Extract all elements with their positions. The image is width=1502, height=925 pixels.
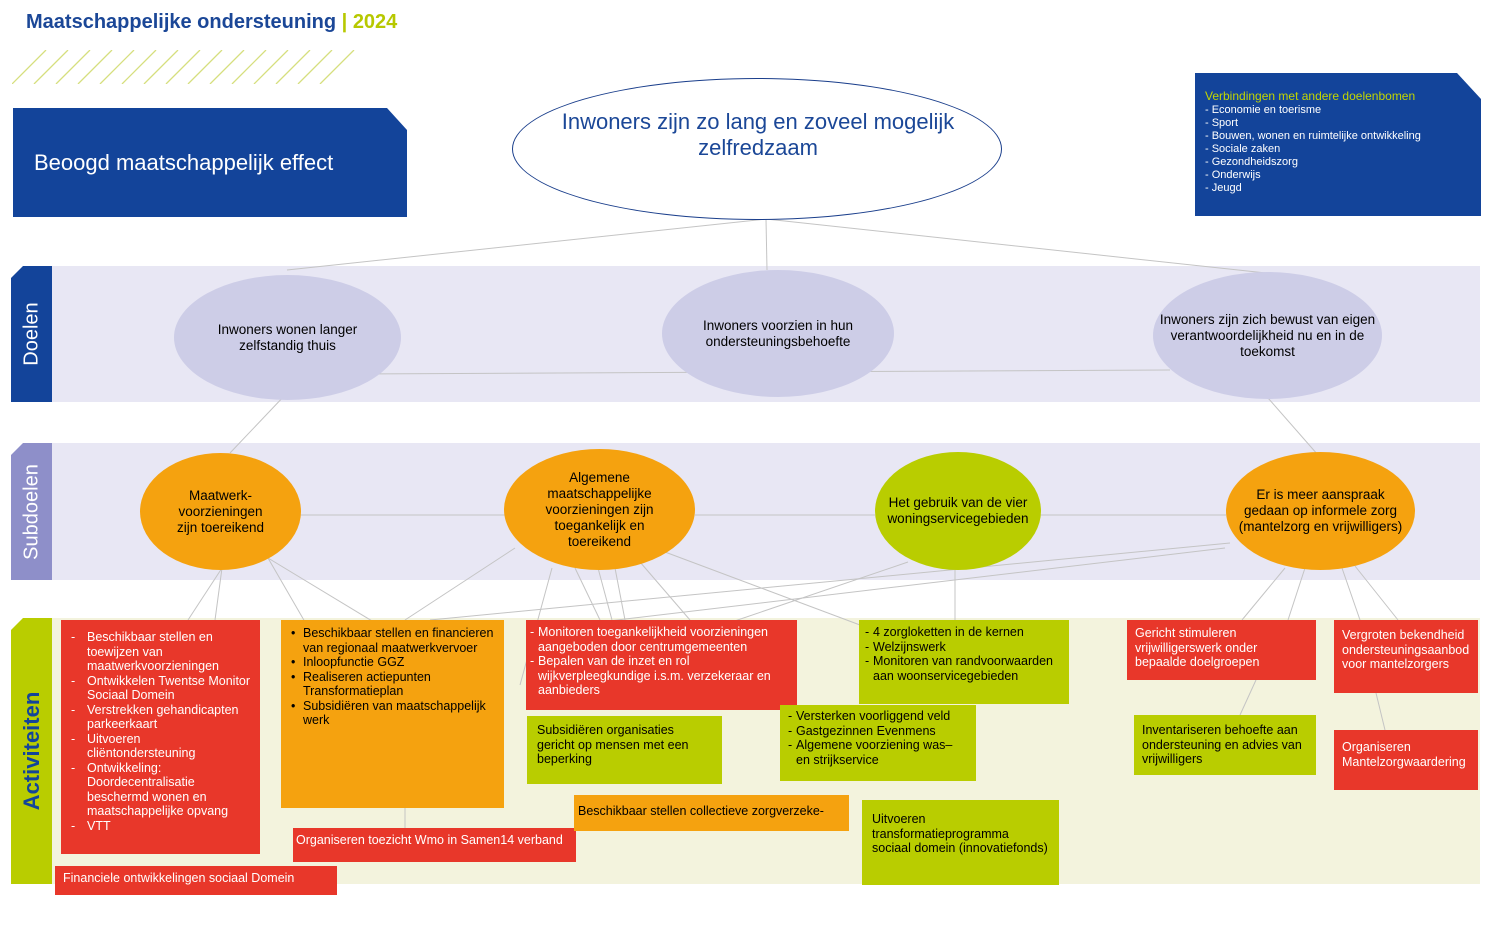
activity-text: Vergroten bekendheid ondersteuningsaanbo… <box>1342 628 1470 671</box>
connections-list: - Economie en toerisme - Sport - Bouwen,… <box>1205 104 1421 195</box>
connection-item: - Sport <box>1205 117 1239 129</box>
subgoal-text-3: Het gebruik van de vier woningservicegeb… <box>887 495 1029 526</box>
activity-card-5: Monitoren toegankelijkheid voorzieningen… <box>526 620 797 710</box>
activity-item: Verstrekken gehandicapten parkeerkaart <box>69 703 252 732</box>
title-text: Maatschappelijke ondersteuning <box>26 11 337 33</box>
activity-item: Inloopfunctie GGZ <box>289 655 496 670</box>
activity-item: Monitoren van randvoorwaarden aan woonse… <box>865 654 1063 683</box>
activity-item: Uitvoeren cliëntondersteuning <box>69 732 252 761</box>
activity-text: Gericht stimuleren vrijwilligerswerk ond… <box>1135 626 1260 669</box>
activity-item: Beschikbaar stellen en financieren van r… <box>289 626 496 655</box>
connection-item: - Sociale zaken <box>1205 143 1281 155</box>
subgoal-ellipse-1: Maatwerk-voorzieningen zijn toereikend <box>140 453 301 570</box>
activity-item: Ontwikkeling: Doordecentralisatie besche… <box>69 761 252 819</box>
activity-card-8: 4 zorgloketten in de kernen Welzijnswerk… <box>859 620 1069 704</box>
activity-text: Financiele ontwikkelingen sociaal Domein <box>63 871 295 885</box>
activity-item: Bepalen van de inzet en rol wijkverpleeg… <box>530 654 793 698</box>
activity-item: Welzijnswerk <box>865 640 1063 655</box>
activity-text: Organiseren Mantelzorgwaardering <box>1342 740 1466 769</box>
activity-item: VTT <box>69 819 252 834</box>
subgoal-text-2: Algemene maatschappelijke voorzieningen … <box>545 469 654 549</box>
activity-card-11: Gericht stimuleren vrijwilligerswerk ond… <box>1127 620 1316 680</box>
activity-item: Beschikbaar stellen en toewijzen van maa… <box>69 630 252 674</box>
title-year: 2024 <box>352 11 398 33</box>
page-title: Maatschappelijke ondersteuning | 2024 <box>26 11 397 34</box>
activity-text: Organiseren toezicht Wmo in Samen14 verb… <box>296 833 563 847</box>
connection-item: - Jeugd <box>1205 182 1242 194</box>
activity-item: Ontwikkelen Twentse Monitor Sociaal Dome… <box>69 674 252 703</box>
activity-card-12: Inventariseren behoefte aan ondersteunin… <box>1134 715 1316 775</box>
decorative-hatch <box>12 50 355 84</box>
activity-text: Subsidiëren organisaties gericht op mens… <box>537 723 689 766</box>
connection-item: - Economie en toerisme <box>1205 104 1322 116</box>
activity-text: Inventariseren behoefte aan ondersteunin… <box>1142 723 1302 766</box>
goal-text-1: Inwoners wonen langer zelfstandig thuis <box>217 321 358 353</box>
activity-card-14: Organiseren Mantelzorgwaardering <box>1334 730 1478 790</box>
goal-text-2: Inwoners voorzien in hun ondersteuningsb… <box>702 317 854 349</box>
activity-card-4: Organiseren toezicht Wmo in Samen14 verb… <box>293 828 576 862</box>
activity-card-3: Beschikbaar stellen en financieren van r… <box>281 620 504 808</box>
connection-item: - Gezondheidszorg <box>1205 156 1298 168</box>
activity-item: Algemene voorziening was– en strijkservi… <box>788 738 968 767</box>
title-separator: | <box>341 11 348 33</box>
main-goal-text: Inwoners zijn zo lang en zoveel mogelijk… <box>561 109 955 160</box>
effect-banner <box>13 108 407 217</box>
connection-item: - Onderwijs <box>1205 169 1261 181</box>
activity-item: Subsidiëren van maatschappelijk werk <box>289 699 496 728</box>
effect-label: Beoogd maatschappelijk effect <box>34 150 334 175</box>
subgoal-ellipse-4: Er is meer aanspraak gedaan op informele… <box>1226 452 1415 570</box>
activiteiten-tab: Activiteiten <box>11 618 52 884</box>
subgoal-ellipse-2: Algemene maatschappelijke voorzieningen … <box>504 449 695 570</box>
activity-card-9: Versterken voorliggend veld Gastgezinnen… <box>780 705 976 781</box>
subdoelen-tab: Subdoelen <box>11 443 52 580</box>
connections-box <box>1195 73 1481 216</box>
activity-card-1: Beschikbaar stellen en toewijzen van maa… <box>61 620 260 854</box>
activity-card-13: Vergroten bekendheid ondersteuningsaanbo… <box>1334 620 1478 693</box>
activity-text: Beschikbaar stellen collectieve zorgverz… <box>578 804 824 818</box>
connections-title: Verbindingen met andere doelenbomen <box>1205 89 1416 103</box>
activity-text: Uitvoeren transformatieprogramma sociaal… <box>872 812 1048 855</box>
goal-ellipse-3: Inwoners zijn zich bewust van eigen vera… <box>1153 272 1382 399</box>
subgoal-ellipse-3: Het gebruik van de vier woningservicegeb… <box>875 452 1041 570</box>
activity-item: Versterken voorliggend veld <box>788 709 968 724</box>
activity-item: Realiseren actiepunten Transformatieplan <box>289 670 496 699</box>
main-goal-ellipse <box>512 78 1002 220</box>
activity-item: 4 zorgloketten in de kernen <box>865 625 1063 640</box>
goal-text-3: Inwoners zijn zich bewust van eigen vera… <box>1159 311 1376 359</box>
activity-item: Gastgezinnen Evenmens <box>788 724 968 739</box>
goal-ellipse-2: Inwoners voorzien in hun ondersteuningsb… <box>662 270 894 397</box>
subgoal-text-4: Er is meer aanspraak gedaan op informele… <box>1238 487 1403 534</box>
connection-item: - Bouwen, wonen en ruimtelijke ontwikkel… <box>1205 130 1421 142</box>
goal-ellipse-1: Inwoners wonen langer zelfstandig thuis <box>174 275 401 400</box>
subgoal-text-1: Maatwerk-voorzieningen zijn toereikend <box>176 487 265 535</box>
activity-item: Monitoren toegankelijkheid voorzieningen… <box>530 625 793 654</box>
activity-card-2: Financiele ontwikkelingen sociaal Domein <box>55 866 337 895</box>
activity-card-10: Uitvoeren transformatieprogramma sociaal… <box>862 800 1059 885</box>
activity-card-6: Subsidiëren organisaties gericht op mens… <box>527 716 722 784</box>
activity-card-7: Beschikbaar stellen collectieve zorgverz… <box>574 795 849 831</box>
doelen-tab: Doelen <box>11 266 52 402</box>
